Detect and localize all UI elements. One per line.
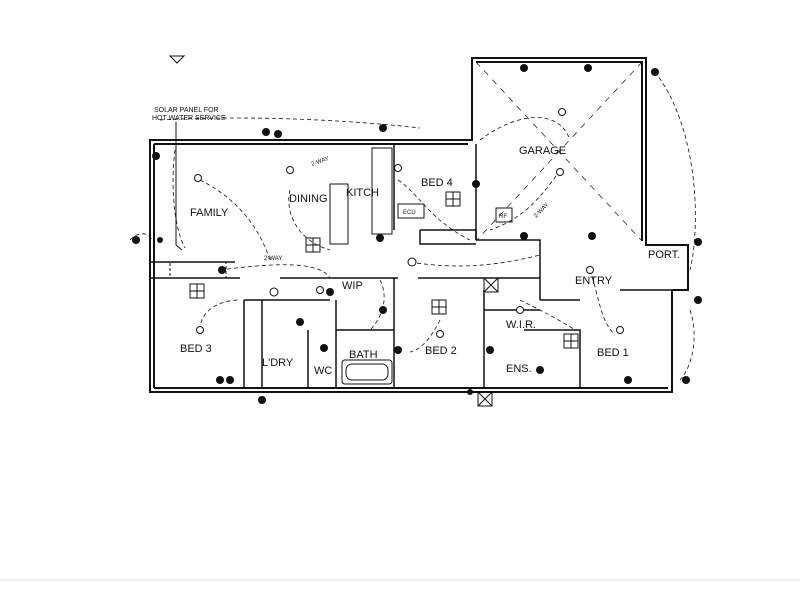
room-label-entry: ENTRY (575, 275, 613, 287)
outer-walls (149, 57, 689, 393)
ecu-label: ECU (403, 210, 416, 216)
room-label-bed1: BED 1 (597, 347, 629, 359)
two-way-label-hall: 2-WAY (264, 256, 282, 262)
kitchen-bench (371, 147, 393, 235)
room-label-garage: GARAGE (519, 145, 566, 157)
two-way-label-dining: 2-WAY (311, 156, 330, 168)
room-label-bed2: BED 2 (425, 345, 457, 357)
two-way-label-garage: 2-WAY (533, 202, 550, 219)
window-cross-boxes (169, 191, 579, 407)
solar-note-line1: SOLAR PANEL FOR (154, 107, 219, 114)
room-label-wc: WC (314, 365, 332, 377)
room-label-wir: W.I.R. (506, 319, 536, 331)
rf-label: RF (499, 214, 507, 220)
ecu-box (397, 203, 425, 219)
bathtub (341, 359, 393, 385)
north-marker (168, 55, 186, 64)
room-label-dining: DINING (289, 193, 328, 205)
bathtub-inner (345, 363, 389, 381)
solar-note-line2: HOT WATER SERVICE (152, 115, 226, 122)
room-label-port: PORT. (648, 249, 680, 261)
room-label-bed3: BED 3 (180, 343, 212, 355)
room-label-kitch: KITCH (346, 187, 379, 199)
room-label-bath: BATH (349, 349, 378, 361)
room-label-family: FAMILY (190, 207, 229, 219)
wiring-runs (129, 71, 696, 381)
room-label-wip: WIP (342, 280, 363, 292)
garage-diagonals (475, 61, 643, 242)
kitchen-island (329, 183, 349, 245)
solar-note-leader (175, 122, 183, 251)
rf-box (495, 207, 513, 223)
room-label-ldry: L'DRY (262, 357, 294, 369)
power-points (132, 64, 702, 404)
room-label-bed4: BED 4 (421, 177, 453, 189)
room-label-ens: ENS. (506, 363, 532, 375)
ceiling-lights (194, 108, 624, 338)
